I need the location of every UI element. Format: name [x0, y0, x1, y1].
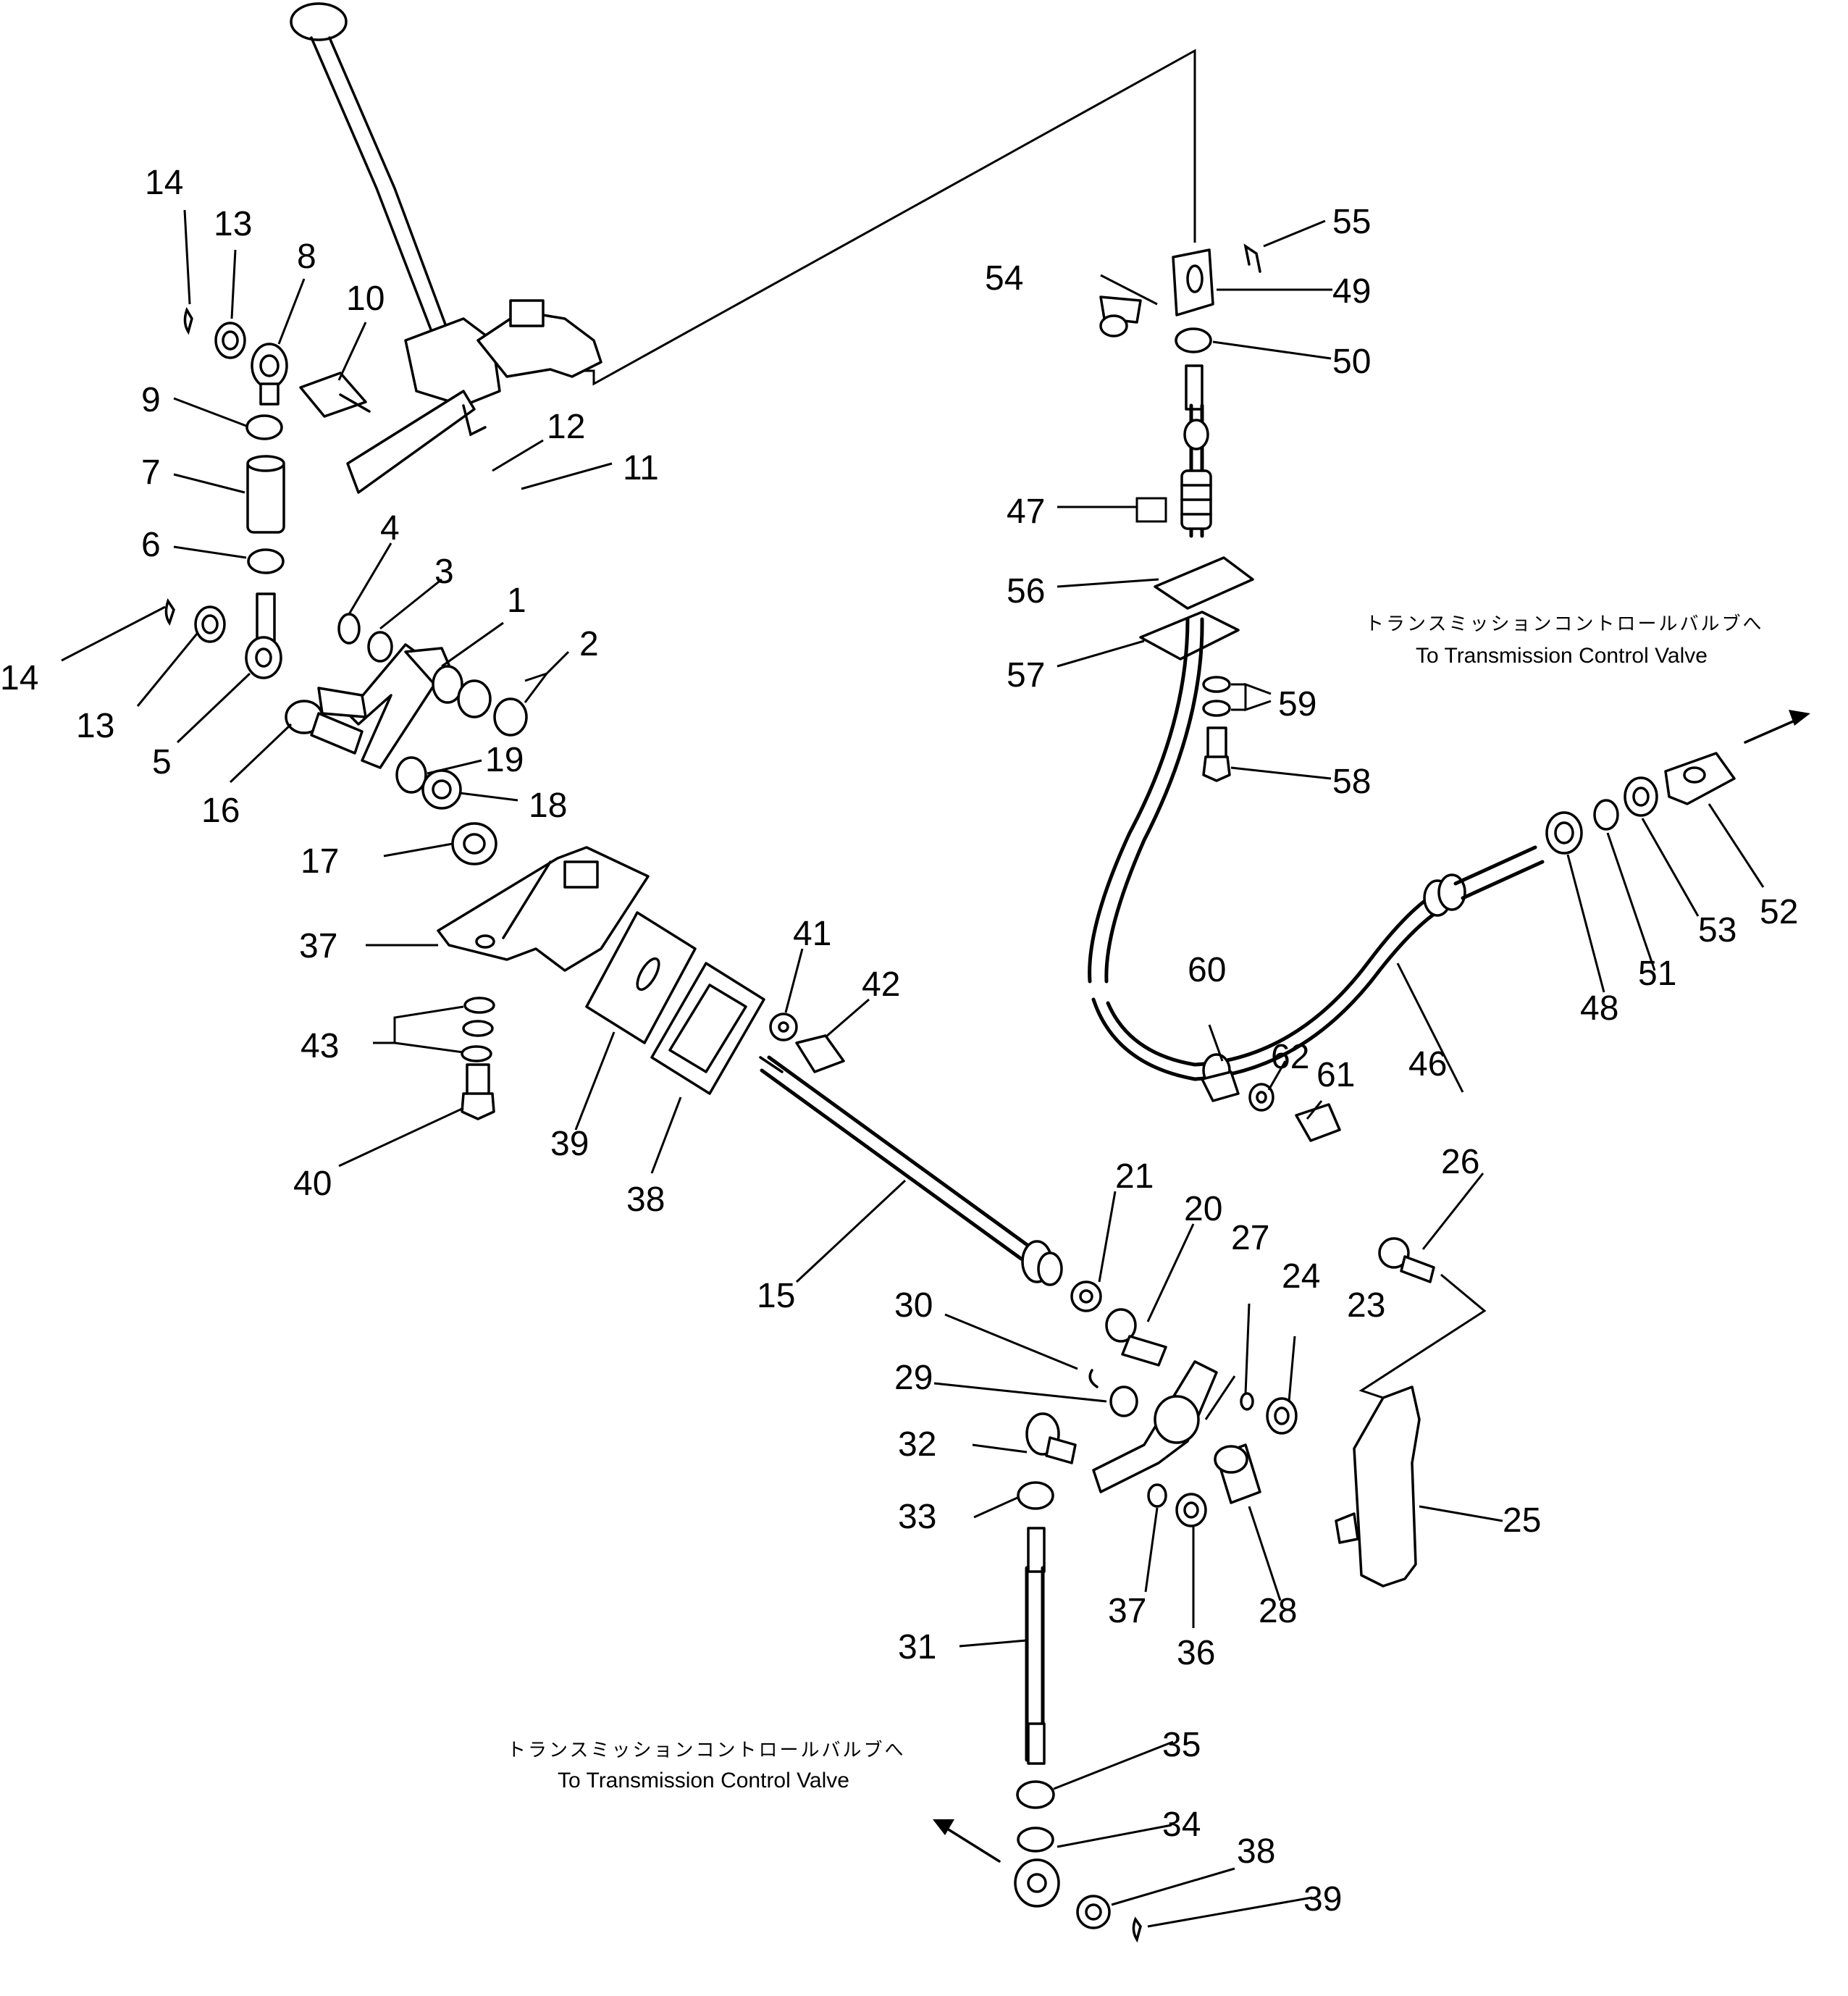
- part-label-1: 1: [507, 582, 526, 620]
- part-label-28: 29: [894, 1359, 933, 1397]
- part-label-38: 39: [1303, 1880, 1342, 1919]
- part-label-45: 43: [301, 1027, 339, 1065]
- note-upper-jp: トランスミッションコントロールバルブへ: [1365, 613, 1763, 635]
- part-label-7: 7: [141, 453, 161, 492]
- part-label-29: 30: [894, 1286, 933, 1325]
- part-label-19: 21: [1115, 1157, 1154, 1196]
- part-label-59: 59: [1278, 685, 1316, 724]
- note-lower-jp: トランスミッションコントロールバルブへ: [507, 1740, 905, 1761]
- part-label-46: 46: [1408, 1045, 1447, 1083]
- part-label-34: 35: [1162, 1726, 1201, 1764]
- part-label-48: 48: [1580, 989, 1618, 1028]
- part-label-35: 36: [1177, 1634, 1215, 1672]
- part-label-47: 47: [1007, 492, 1045, 531]
- lower-rod-assembly: [1014, 1412, 1142, 1943]
- cable-46: [1091, 752, 1736, 1142]
- part-label-6: 6: [141, 526, 161, 564]
- part-label-18: 20: [1184, 1190, 1222, 1228]
- bracket-plates: [437, 846, 765, 1095]
- part-labels: 14 13 8 10 9 7 6 14 13 5 16 12 11 4 3 1 …: [0, 164, 1798, 1919]
- part-label-57: 57: [1007, 656, 1045, 695]
- direction-arrow-right: [1744, 710, 1810, 744]
- part-label-56: 56: [1007, 572, 1045, 611]
- bolt-25: [1358, 1237, 1487, 1399]
- part-label-40: 38: [626, 1181, 665, 1219]
- part-label-8: 8: [297, 238, 316, 276]
- rod-15: [759, 1055, 1167, 1367]
- part-label-39: 37: [299, 927, 337, 965]
- part-label-36: 37: [1108, 1592, 1146, 1630]
- part-label-3: 3: [434, 553, 454, 591]
- part-label-44: 40: [293, 1165, 332, 1203]
- part-label-27: 28: [1259, 1592, 1297, 1630]
- rod-end-upper-parts: [164, 306, 371, 679]
- part-label-20: 18: [529, 787, 567, 825]
- part-label-43: 41: [793, 915, 831, 953]
- part-label-4: 4: [380, 509, 400, 548]
- part-label-13-lower: 13: [76, 707, 114, 745]
- lower-lever-assembly: [1088, 1360, 1421, 1588]
- upper-cable-assembly: [1088, 243, 1261, 984]
- part-label-58: 58: [1332, 763, 1371, 801]
- shift-lever-assembly: [290, 2, 602, 494]
- part-label-31: 32: [898, 1425, 936, 1464]
- part-label-9: 9: [141, 381, 161, 419]
- part-label-30: 31: [898, 1628, 936, 1666]
- bolt-nut-parts-left: [285, 700, 497, 865]
- lever-parts: [317, 613, 528, 769]
- washers-bolt-44-45: [461, 997, 495, 1120]
- note-lower-en: To Transmission Control Valve: [558, 1769, 849, 1792]
- part-label-15: 15: [757, 1277, 795, 1315]
- part-label-60: 60: [1188, 951, 1226, 989]
- part-label-42: 42: [862, 965, 900, 1004]
- part-label-62: 62: [1271, 1038, 1309, 1076]
- leader-lines: [61, 209, 1765, 1928]
- part-label-50: 50: [1332, 343, 1371, 381]
- note-upper-en: To Transmission Control Valve: [1416, 644, 1708, 668]
- part-label-53: 53: [1698, 911, 1736, 949]
- part-label-23: 24: [1282, 1257, 1320, 1296]
- part-label-37: 38: [1237, 1832, 1275, 1871]
- part-label-25: 26: [1441, 1143, 1479, 1181]
- part-label-16: 16: [201, 792, 240, 830]
- part-label-14-lower: 14: [0, 659, 38, 697]
- part-label-52: 52: [1760, 893, 1798, 931]
- part-label-21: 19: [485, 741, 524, 779]
- direction-arrow-left: [933, 1819, 1001, 1863]
- part-label-14-upper: 14: [145, 164, 183, 202]
- part-label-41: 39: [550, 1125, 589, 1163]
- part-label-26: 27: [1231, 1219, 1269, 1257]
- part-label-12: 12: [547, 408, 585, 446]
- part-label-55: 55: [1332, 203, 1371, 241]
- part-label-11: 11: [623, 449, 659, 487]
- part-label-24: 25: [1503, 1501, 1541, 1540]
- part-label-22: 23: [1347, 1286, 1385, 1325]
- part-label-17: 17: [301, 842, 339, 881]
- part-label-13-upper: 13: [214, 205, 252, 243]
- part-label-5: 5: [152, 743, 172, 781]
- part-label-32: 33: [898, 1498, 936, 1536]
- part-label-54: 54: [985, 259, 1023, 298]
- part-label-33: 34: [1162, 1806, 1201, 1844]
- bolt-washer-42-43: [769, 1012, 845, 1073]
- routing-line-upper: [583, 49, 1196, 386]
- part-label-10: 10: [346, 280, 385, 318]
- part-label-2: 2: [579, 625, 599, 663]
- part-label-51: 51: [1638, 955, 1676, 993]
- part-label-61: 61: [1316, 1056, 1355, 1094]
- part-label-49: 49: [1332, 272, 1371, 311]
